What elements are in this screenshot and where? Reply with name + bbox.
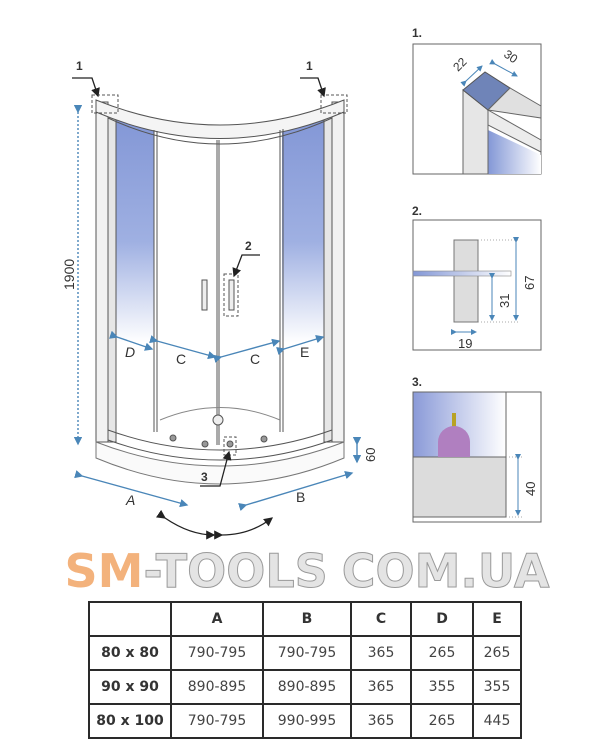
table-header-cell: A bbox=[170, 601, 264, 637]
detail-2-dim-19: 19 bbox=[458, 336, 472, 351]
table-cell: 365 bbox=[350, 635, 412, 671]
dim-e-label: E bbox=[300, 344, 309, 360]
table-cell: 355 bbox=[410, 669, 474, 705]
table-cell: 790-795 bbox=[170, 703, 264, 739]
callout-1-right: 1 bbox=[306, 59, 313, 73]
callout-3: 3 bbox=[201, 470, 208, 484]
table-cell: 365 bbox=[350, 669, 412, 705]
table-cell: 265 bbox=[472, 635, 522, 671]
left-post bbox=[95, 101, 109, 443]
table-cell: 80 x 80 bbox=[88, 635, 172, 671]
table-header-cell bbox=[88, 601, 172, 637]
watermark: SM-TOOLS COM.UA bbox=[0, 543, 614, 599]
table-cell: 445 bbox=[472, 703, 522, 739]
watermark-sm: SM bbox=[64, 544, 144, 598]
table-cell: 265 bbox=[410, 635, 474, 671]
tray-height-label: 60 bbox=[363, 448, 378, 462]
dimension-lines bbox=[73, 105, 362, 512]
shower-cabin bbox=[91, 94, 348, 485]
detail-3-title: 3. bbox=[412, 375, 422, 389]
table-header-cell: C bbox=[350, 601, 412, 637]
table-cell: 890-895 bbox=[170, 669, 264, 705]
table-cell: 355 bbox=[472, 669, 522, 705]
detail-2-dim-31: 31 bbox=[497, 294, 512, 308]
table-cell: 90 x 90 bbox=[88, 669, 172, 705]
table-header-cell: E bbox=[472, 601, 522, 637]
right-glass-panel bbox=[282, 118, 324, 343]
top-rail bbox=[95, 99, 345, 139]
table-row: 80 x 100 790-795 990-995 365 265 445 bbox=[88, 703, 522, 739]
door-handle-left bbox=[201, 279, 208, 311]
dim-a-label: A bbox=[125, 492, 135, 508]
detail-2-handle-profile: 2. 67 31 19 bbox=[412, 204, 542, 351]
watermark-tools: -TOOLS bbox=[143, 544, 328, 598]
detail-2-title: 2. bbox=[412, 204, 422, 218]
dim-b-label: B bbox=[296, 489, 305, 505]
table-header-cell: B bbox=[262, 601, 352, 637]
table-cell: 790-795 bbox=[262, 635, 352, 671]
left-glass-panel bbox=[116, 118, 154, 343]
detail-1-title: 1. bbox=[412, 26, 422, 40]
rotation-arrows bbox=[72, 77, 326, 540]
table-header-cell: D bbox=[410, 601, 474, 637]
callout-2: 2 bbox=[245, 239, 252, 253]
table-cell: 265 bbox=[410, 703, 474, 739]
table-header-row: A B C D E bbox=[88, 601, 522, 637]
dim-c-left-label: C bbox=[176, 351, 186, 367]
watermark-domain: COM.UA bbox=[341, 544, 550, 598]
table-row: 80 x 80 790-795 790-795 365 265 265 bbox=[88, 635, 522, 671]
dim-d-label: D bbox=[125, 344, 135, 360]
dim-c-right-label: C bbox=[250, 351, 260, 367]
table-cell: 890-895 bbox=[262, 669, 352, 705]
detail-3-dim-40: 40 bbox=[523, 482, 538, 496]
table-cell: 990-995 bbox=[262, 703, 352, 739]
right-post bbox=[331, 101, 345, 443]
callout-1-left: 1 bbox=[76, 59, 83, 73]
detail-2-dim-67: 67 bbox=[522, 276, 537, 290]
height-label: 1900 bbox=[61, 259, 77, 290]
detail-3-tray-wheel: 3. 40 bbox=[412, 375, 542, 523]
table-row: 90 x 90 890-895 890-895 365 355 355 bbox=[88, 669, 522, 705]
table-cell: 790-795 bbox=[170, 635, 264, 671]
door-handle-right bbox=[228, 279, 235, 311]
dimensions-table: A B C D E 80 x 80 790-795 790-795 365 26… bbox=[88, 601, 522, 739]
table-cell: 365 bbox=[350, 703, 412, 739]
table-cell: 80 x 100 bbox=[88, 703, 172, 739]
detail-1-corner-profile: 1. 22 30 bbox=[412, 26, 542, 175]
